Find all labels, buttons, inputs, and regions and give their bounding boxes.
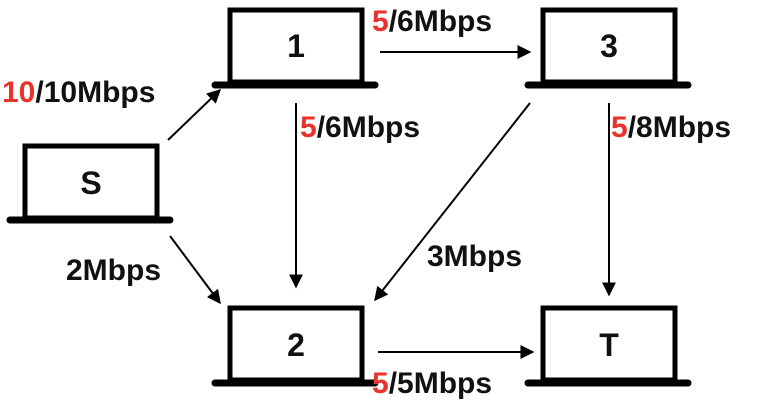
node-1-label: 1 [287, 28, 305, 64]
edge-3-2-label: 3Mbps [427, 240, 522, 273]
node-3: 3 [524, 7, 692, 89]
edge-1-2-label: 5/6Mbps [300, 111, 420, 144]
edge-1-2-flow: 5 [300, 111, 317, 144]
node-1-screen [227, 7, 365, 85]
edge-1-3-flow: 5 [372, 5, 389, 38]
node-t: T [524, 305, 692, 387]
node-2-label: 2 [287, 327, 305, 363]
edge-s-1-arrow [167, 89, 222, 141]
edge-s-1-capacity: /10Mbps [35, 76, 155, 109]
edge-3-t-capacity: /8Mbps [628, 111, 731, 144]
edge-s-1-flow: 10 [2, 76, 35, 109]
edge-s-2-capacity: 2Mbps [66, 254, 161, 287]
edge-s-1-label: 10/10Mbps [2, 76, 155, 109]
edge-3-2-arrow [374, 102, 531, 302]
node-t-label: T [599, 327, 619, 363]
node-s-label: S [80, 165, 101, 201]
edge-3-t-flow: 5 [611, 111, 628, 144]
edge-2-t-flow: 5 [372, 367, 389, 400]
edge-s-2-arrow [169, 235, 221, 305]
edge-3-t-label: 5/8Mbps [611, 111, 731, 144]
node-1: 1 [211, 7, 379, 89]
edge-2-t-label: 5/5Mbps [372, 367, 492, 400]
edge-2-t-capacity: /5Mbps [389, 367, 492, 400]
edge-1-2-capacity: /6Mbps [317, 111, 420, 144]
edge-1-3-capacity: /6Mbps [389, 5, 492, 38]
edge-3-2-capacity: 3Mbps [427, 240, 522, 273]
edge-1-3-label: 5/6Mbps [372, 5, 492, 38]
node-2: 2 [211, 305, 379, 387]
node-t-screen [540, 305, 678, 383]
node-2-screen [227, 305, 365, 383]
node-3-label: 3 [600, 28, 618, 64]
node-s: S [6, 143, 174, 224]
edge-s-2-label: 2Mbps [66, 254, 161, 287]
